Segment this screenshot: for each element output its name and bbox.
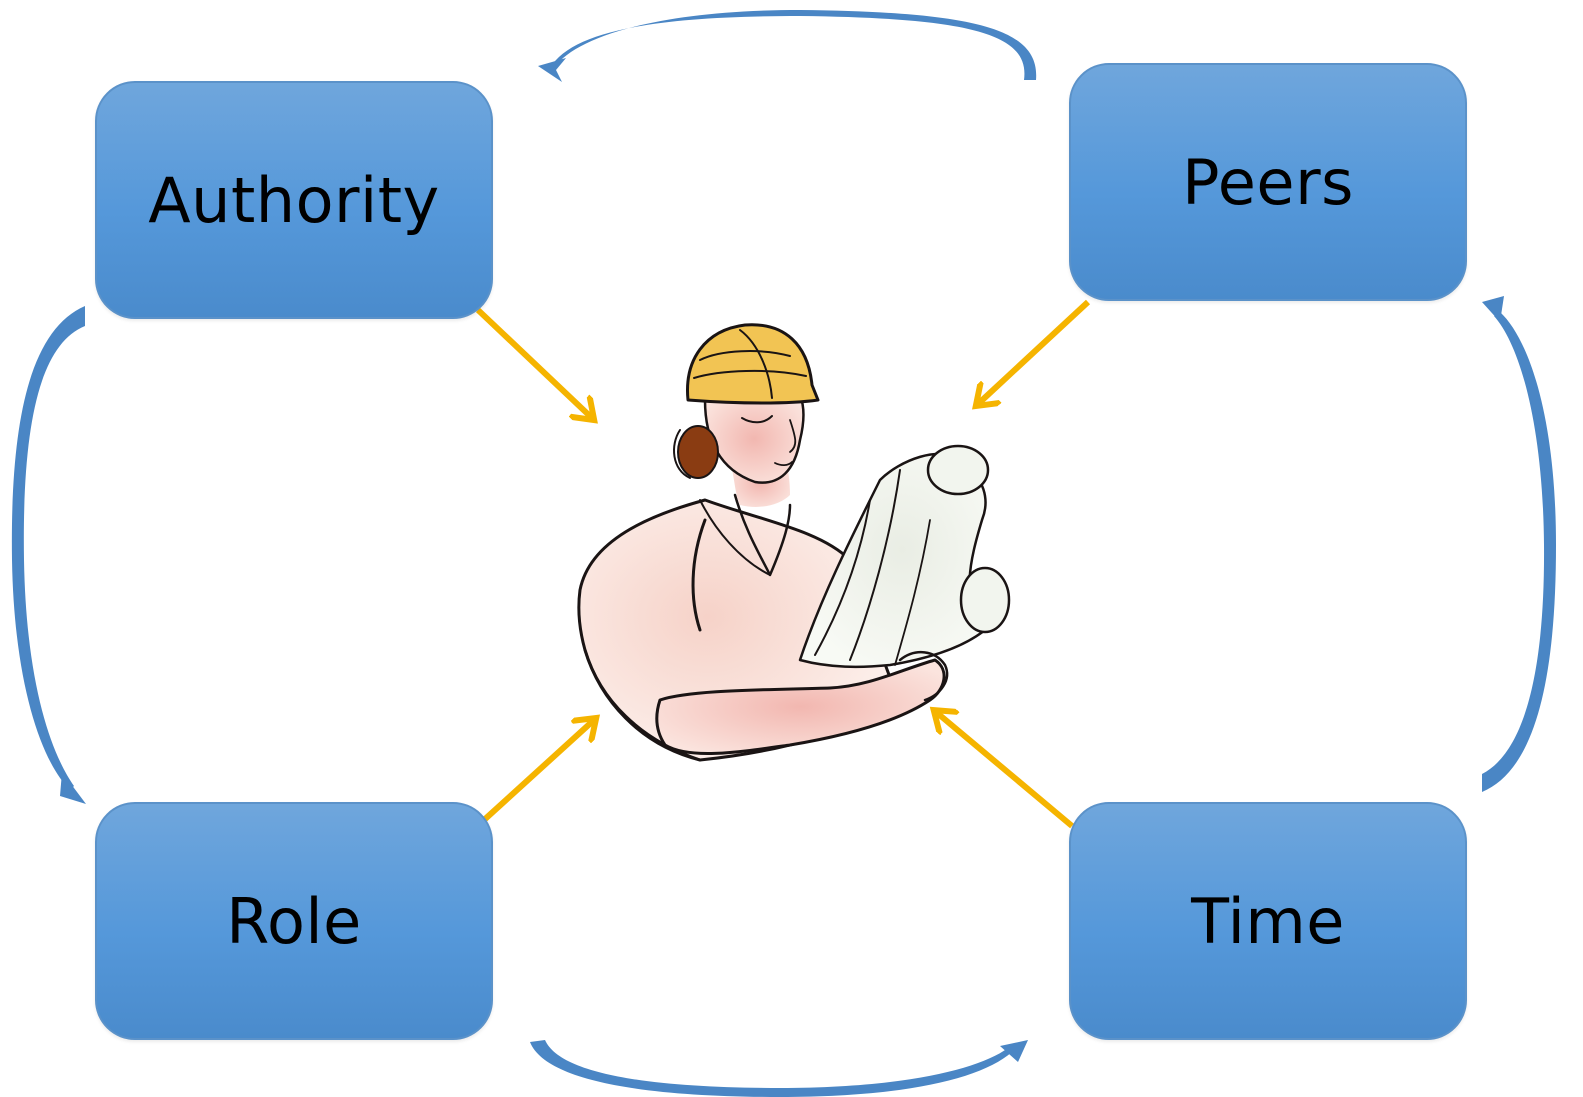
- blueprint-rolls: [798, 452, 987, 669]
- engineer-face: [703, 393, 805, 484]
- node-authority: Authority: [95, 81, 493, 319]
- cycle-arrow-role-to-time: [530, 1040, 1028, 1097]
- hard-hat-icon: [686, 323, 820, 405]
- cycle-arrow-time-to-peers: [1482, 296, 1556, 792]
- node-time-label: Time: [1191, 884, 1345, 958]
- arrow-authority-to-center: [475, 307, 592, 418]
- cycle-arrow-peers-to-authority: [538, 10, 1037, 82]
- arrow-time-to-center: [936, 712, 1074, 829]
- engineer-illustration: [577, 323, 1011, 762]
- node-role: Role: [95, 802, 493, 1040]
- arrow-peers-to-center: [978, 299, 1091, 404]
- cycle-arrow-authority-to-role: [11, 306, 86, 804]
- node-authority-label: Authority: [148, 163, 440, 237]
- arrow-role-to-center: [481, 720, 594, 823]
- engineer-hair-bun: [677, 425, 719, 479]
- node-peers-label: Peers: [1182, 145, 1354, 219]
- node-role-label: Role: [226, 884, 362, 958]
- node-peers: Peers: [1069, 63, 1467, 301]
- node-time: Time: [1069, 802, 1467, 1040]
- engineer-forearm: [655, 658, 946, 756]
